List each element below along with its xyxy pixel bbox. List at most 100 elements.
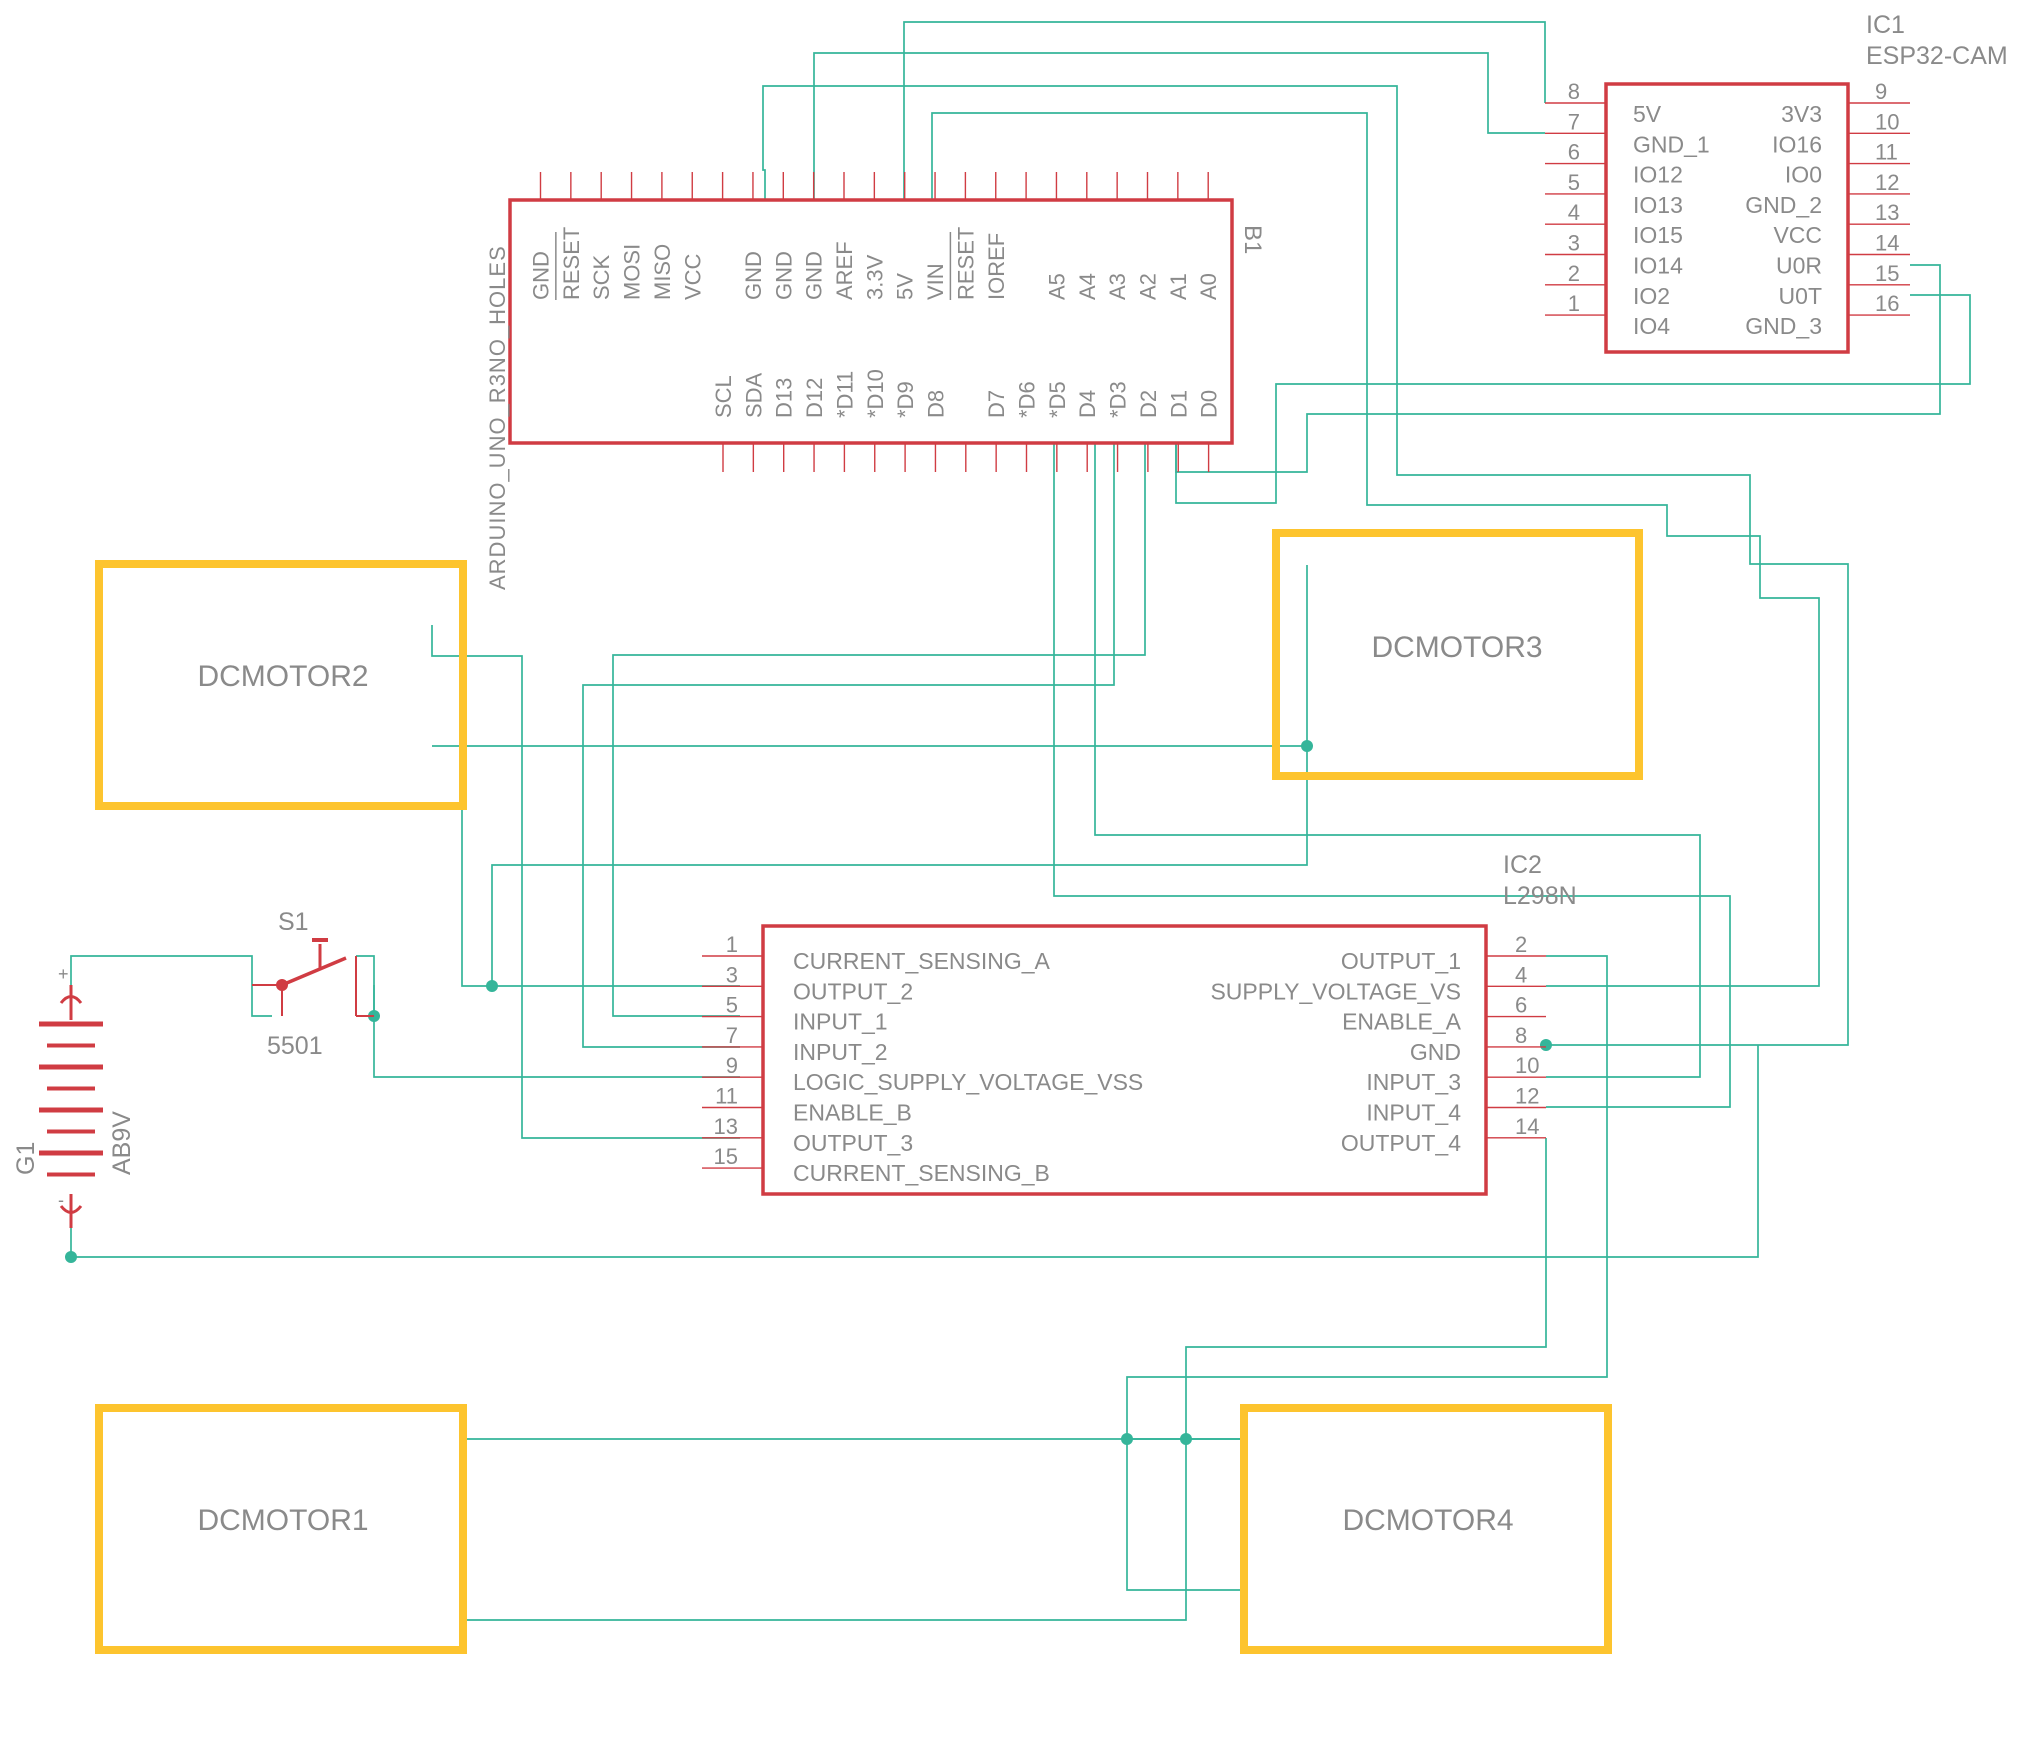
ic1-pin-name: IO16: [1772, 131, 1822, 157]
motor-2-label: DCMOTOR2: [197, 660, 368, 693]
ic1-pin-number: 13: [1875, 200, 1899, 225]
ic2-pin-number: 2: [1515, 932, 1527, 957]
ic2-pin-number: 9: [726, 1053, 738, 1078]
switch-blade: [281, 956, 347, 987]
b1-top-pin-name: A0: [1196, 273, 1221, 300]
push-switch[interactable]: S1 5501: [252, 908, 374, 1060]
ic2-pin-name: CURRENT_SENSING_A: [793, 948, 1051, 974]
motor-2-body: [95, 560, 467, 810]
ic1-pin-number: 8: [1568, 79, 1580, 104]
ic2-pin-number: 7: [726, 1023, 738, 1048]
b1-top-pin-name: GND: [802, 251, 827, 300]
b1-top-pin-name: 5V: [893, 273, 918, 300]
dc-motor-2[interactable]: DCMOTOR2: [95, 560, 467, 810]
junction-dot: [1301, 740, 1313, 752]
ic1-pin-number: 10: [1875, 109, 1899, 134]
ic1-body: [1604, 82, 1850, 354]
wire-m2-a: [431, 625, 740, 1139]
junction-dot: [1180, 1433, 1192, 1445]
b1-top-pin-name: MOSI: [620, 244, 645, 300]
ic2-pin-name: INPUT_4: [1366, 1100, 1461, 1126]
ic1-pins: 85V7GND_16IO125IO134IO153IO142IO21IO493V…: [1545, 79, 1910, 339]
motor-3-label: DCMOTOR3: [1371, 631, 1542, 664]
wires: [70, 21, 1971, 1621]
battery-cap-top: [59, 995, 83, 1004]
wire-batt-minus: [70, 1045, 1759, 1258]
ic1-pin-number: 14: [1875, 231, 1899, 256]
wire-out2: [461, 805, 740, 987]
battery-minus-mark: -: [58, 1190, 64, 1210]
ic2-value: L298N: [1503, 882, 1577, 910]
ic2-pin-number: 8: [1515, 1023, 1527, 1048]
ic2-pin-name: OUTPUT_1: [1341, 948, 1461, 974]
wire-u0r: [1175, 264, 1941, 473]
b1-top-pin-name: GND: [529, 251, 554, 300]
b1-top-pin-name: IOREF: [984, 233, 1009, 300]
ic2-pin-number: 4: [1515, 962, 1527, 987]
ic2-pin-name: LOGIC_SUPPLY_VOLTAGE_VSS: [793, 1069, 1143, 1095]
b1-bottom-pin-name: SDA: [741, 372, 766, 418]
b1-top-pin-name: VCC: [680, 253, 705, 300]
ic1-pin-number: 12: [1875, 170, 1899, 195]
wire-sw-out: [356, 955, 375, 1016]
ic1-pin-number: 6: [1568, 140, 1580, 165]
ic1-pin-name: IO2: [1633, 283, 1670, 309]
b1-bottom-pin-name: SCL: [711, 375, 736, 418]
ic1-pin-number: 7: [1568, 109, 1580, 134]
junction-dot: [1540, 1039, 1552, 1051]
motor-1-label: DCMOTOR1: [197, 1504, 368, 1537]
ic2-pin-name: CURRENT_SENSING_B: [793, 1160, 1050, 1186]
b1-top-pin-name: A3: [1105, 273, 1130, 300]
motor-4-body: [1240, 1404, 1612, 1654]
ic1-pin-name: IO14: [1633, 253, 1683, 279]
b1-top-pin-name: A1: [1166, 273, 1191, 300]
ic1-ref: IC1: [1866, 11, 1905, 39]
b1-value: ARDUINO_UNO_R3NO_HOLES: [485, 245, 510, 590]
ic1-pin-number: 5: [1568, 170, 1580, 195]
motor-3-body: [1272, 529, 1643, 780]
ic2-pin-number: 10: [1515, 1053, 1539, 1078]
b1-bottom-pin-name: D12: [802, 378, 827, 418]
wire-d5: [1053, 443, 1731, 1108]
ic1-value: ESP32-CAM: [1866, 42, 2008, 70]
b1-top-pin-name: A4: [1075, 273, 1100, 300]
ic1-pin-name: IO4: [1633, 313, 1670, 339]
switch-value: 5501: [267, 1032, 323, 1060]
battery-plus-mark: +: [58, 964, 69, 984]
ic1-pin-name: GND_2: [1745, 192, 1822, 218]
ic1-pin-number: 11: [1875, 140, 1898, 165]
ic2-pin-name: INPUT_3: [1366, 1069, 1461, 1095]
l298n-driver[interactable]: IC2 L298N 1CURRENT_SENSING_A3OUTPUT_25IN…: [702, 851, 1577, 1196]
ic2-pins: 1CURRENT_SENSING_A3OUTPUT_25INPUT_17INPU…: [702, 932, 1546, 1186]
b1-top-pin-name: SCK: [589, 254, 614, 300]
ic1-pin-name: U0T: [1779, 283, 1822, 309]
switch-pivot: [276, 979, 288, 991]
dc-motor-1[interactable]: DCMOTOR1: [95, 1404, 467, 1654]
b1-bottom-pin-name: *D10: [863, 369, 888, 418]
dc-motor-3[interactable]: DCMOTOR3: [1272, 529, 1643, 780]
ic2-pin-number: 5: [726, 993, 738, 1018]
esp32-cam-module[interactable]: IC1 ESP32-CAM 85V7GND_16IO125IO134IO153I…: [1545, 11, 2008, 354]
ic1-pin-name: 3V3: [1781, 101, 1822, 127]
ic2-pin-number: 6: [1515, 993, 1527, 1018]
b1-top-pin-name: A2: [1136, 273, 1161, 300]
motor-4-label: DCMOTOR4: [1342, 1504, 1513, 1537]
b1-top-pin-name: A5: [1044, 273, 1069, 300]
b1-bottom-pin-name: D2: [1136, 390, 1161, 418]
b1-body: [508, 198, 1234, 445]
switch-ref: S1: [278, 908, 309, 936]
ic1-pin-name: GND_1: [1633, 131, 1710, 157]
battery-9v[interactable]: G1 AB9V + -: [12, 964, 136, 1228]
b1-bottom-pin-name: *D3: [1106, 381, 1131, 418]
b1-bottom-pin-name: *D5: [1045, 381, 1070, 418]
ic2-pin-number: 15: [714, 1144, 738, 1169]
dc-motor-4[interactable]: DCMOTOR4: [1240, 1404, 1612, 1654]
ic1-pin-number: 2: [1568, 261, 1580, 286]
ic2-pin-number: 12: [1515, 1084, 1539, 1109]
junction-dot: [65, 1251, 77, 1263]
b1-bottom-pin-name: D8: [923, 390, 948, 418]
b1-bottom-pin-name: D0: [1197, 390, 1222, 418]
wire-sw-vss: [373, 985, 740, 1078]
ic2-pin-name: SUPPLY_VOLTAGE_VS: [1210, 978, 1461, 1004]
